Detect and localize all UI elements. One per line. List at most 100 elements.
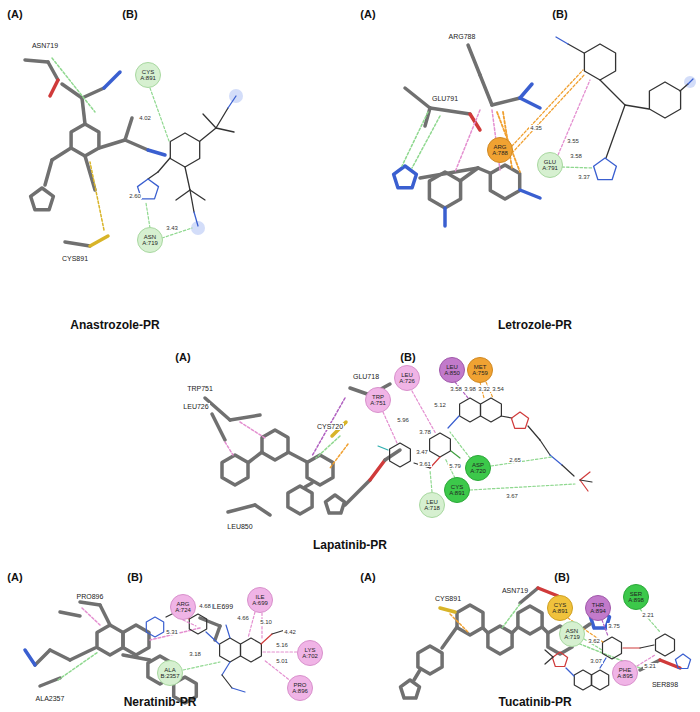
- bond-stick: [520, 98, 540, 108]
- bond-stick: [443, 208, 447, 226]
- panel-caption: Anastrozole-PR: [70, 319, 159, 331]
- panel-letter: (A): [175, 352, 190, 363]
- residue-label: CYS720: [316, 423, 344, 430]
- distance-value: 5.16: [275, 642, 289, 648]
- bond-stick: [625, 105, 649, 109]
- bond-stick: [520, 190, 540, 198]
- bond-stick: [25, 60, 48, 62]
- residue-circle: PHE A:895: [612, 660, 638, 686]
- residue-name: MET A:759: [470, 364, 490, 377]
- bond-stick: [640, 645, 654, 648]
- bond-stick: [385, 450, 400, 460]
- panel-letter: (B): [127, 572, 142, 583]
- bond-stick: [40, 678, 60, 686]
- interaction-line: [491, 457, 552, 466]
- bond-stick: [542, 627, 548, 633]
- residue-circle: ALA B:2357: [157, 660, 183, 686]
- ring-bond: [488, 626, 512, 654]
- interaction-line: [82, 608, 100, 625]
- bond-stick: [568, 44, 584, 53]
- ring-bond: [591, 670, 608, 690]
- residue-circle: ILE A:699: [247, 587, 273, 613]
- distance-value: 3.47: [415, 449, 429, 455]
- distance-value: 3.37: [577, 174, 591, 180]
- bond-stick: [82, 98, 85, 124]
- residue-name: ASN A:719: [140, 234, 160, 247]
- bond-stick: [640, 660, 660, 670]
- residue-circle: CYS A:891: [547, 595, 573, 621]
- residue-circle: PRO A:896: [287, 675, 313, 701]
- residue-circle: LYS A:702: [297, 640, 323, 666]
- residue-name: ARG A:724: [173, 601, 193, 614]
- bond-stick: [680, 84, 688, 91]
- bond-stick: [501, 416, 512, 418]
- distance-value: 3.58: [449, 386, 463, 392]
- bond-stick: [545, 657, 553, 664]
- residue-label: GLU718: [352, 373, 380, 380]
- interaction-line: [330, 444, 348, 468]
- residue-name: ASN A:719: [562, 628, 582, 641]
- ring-bond: [71, 124, 99, 156]
- bond-stick: [545, 650, 553, 657]
- interaction-line: [470, 484, 575, 490]
- bond-stick: [176, 190, 190, 200]
- bond-stick: [232, 688, 245, 692]
- interaction-line: [450, 614, 468, 632]
- bond-stick: [580, 480, 592, 482]
- residue-label: CYS891: [434, 595, 462, 602]
- bond-stick: [52, 148, 71, 160]
- bond-stick: [448, 416, 459, 428]
- distance-value: 3.98: [463, 386, 477, 392]
- residue-name: SER A:898: [626, 591, 646, 604]
- distance-value: 3.62: [587, 638, 601, 644]
- bond-stick: [528, 426, 540, 440]
- residue-name: GLU A:791: [540, 159, 560, 172]
- interaction-line: [383, 412, 397, 443]
- bond-stick: [125, 140, 148, 150]
- ring-bond: [146, 617, 163, 637]
- interaction-line: [263, 651, 297, 652]
- panel-letter: (B): [400, 352, 415, 363]
- residue-label: LEU850: [226, 523, 253, 530]
- residue-label: ALA2357: [35, 695, 66, 702]
- ring-bond: [31, 188, 54, 210]
- bond-stick: [480, 75, 492, 105]
- residue-name: THR A:894: [588, 602, 608, 615]
- ring-bond: [220, 638, 241, 662]
- interaction-line: [150, 628, 200, 640]
- bond-stick: [48, 62, 58, 80]
- panel-letter: (A): [360, 9, 375, 20]
- bond-stick: [190, 190, 205, 200]
- bond-stick: [206, 632, 219, 644]
- distance-value: 4.68: [198, 603, 212, 609]
- bond-stick: [222, 662, 230, 675]
- residue-circle: CYS A:891: [444, 477, 470, 503]
- bond-stick: [104, 72, 120, 88]
- interaction-line: [146, 203, 150, 228]
- residue-label: LEU726: [182, 403, 209, 410]
- ring-bond: [594, 158, 617, 180]
- distance-value: 3.67: [505, 493, 519, 499]
- distance-value: 3.32: [477, 386, 491, 392]
- bond-stick: [228, 505, 255, 512]
- residue-name: CYS A:891: [447, 484, 467, 497]
- residue-circle: TRP A:751: [365, 387, 391, 413]
- residue-circle: ASN A:719: [137, 227, 163, 253]
- bond-stick: [215, 626, 220, 640]
- interaction-line: [412, 391, 436, 434]
- distance-value: 3.61: [418, 461, 432, 467]
- bond-stick: [200, 618, 220, 626]
- distance-value: 5.79: [448, 463, 462, 469]
- bond-stick: [194, 212, 198, 226]
- bond-stick: [562, 465, 574, 476]
- bond-stick: [249, 452, 262, 462]
- panel-letter: (B): [122, 9, 137, 20]
- distance-value: 2.60: [128, 193, 142, 199]
- ring-bond: [481, 398, 502, 422]
- distance-value: 3.18: [188, 651, 202, 657]
- distance-value: 5.21: [643, 663, 657, 669]
- panel-letter: (A): [7, 9, 22, 20]
- residue-circle: ASN A:719: [559, 621, 585, 647]
- bond-stick: [478, 168, 490, 173]
- bond-stick: [430, 108, 470, 114]
